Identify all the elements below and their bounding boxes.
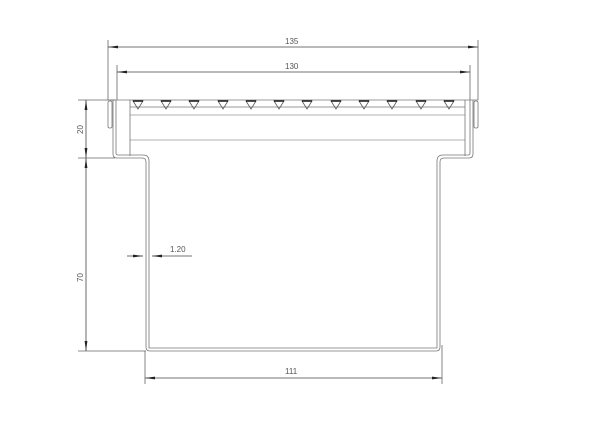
grating-teeth	[132, 100, 455, 110]
dimension-label-130: 130	[285, 62, 299, 71]
dimension-20: 20	[76, 99, 115, 159]
dimension-label-1-20: 1.20	[170, 245, 186, 254]
dimension-label-111: 111	[285, 367, 298, 376]
grating	[110, 99, 478, 156]
channel-body	[112, 100, 474, 352]
dimension-label-135: 135	[285, 37, 299, 46]
right-clip	[473, 100, 479, 129]
dimension-label-70: 70	[76, 273, 85, 282]
left-clip	[107, 100, 113, 129]
dimension-111: 111	[144, 345, 443, 384]
dimension-label-20: 20	[76, 125, 85, 134]
dimension-1-20: 1.20	[127, 245, 192, 258]
dimension-130: 130	[116, 62, 471, 100]
dimension-70: 70	[76, 158, 146, 352]
dimension-135: 135	[107, 37, 479, 100]
